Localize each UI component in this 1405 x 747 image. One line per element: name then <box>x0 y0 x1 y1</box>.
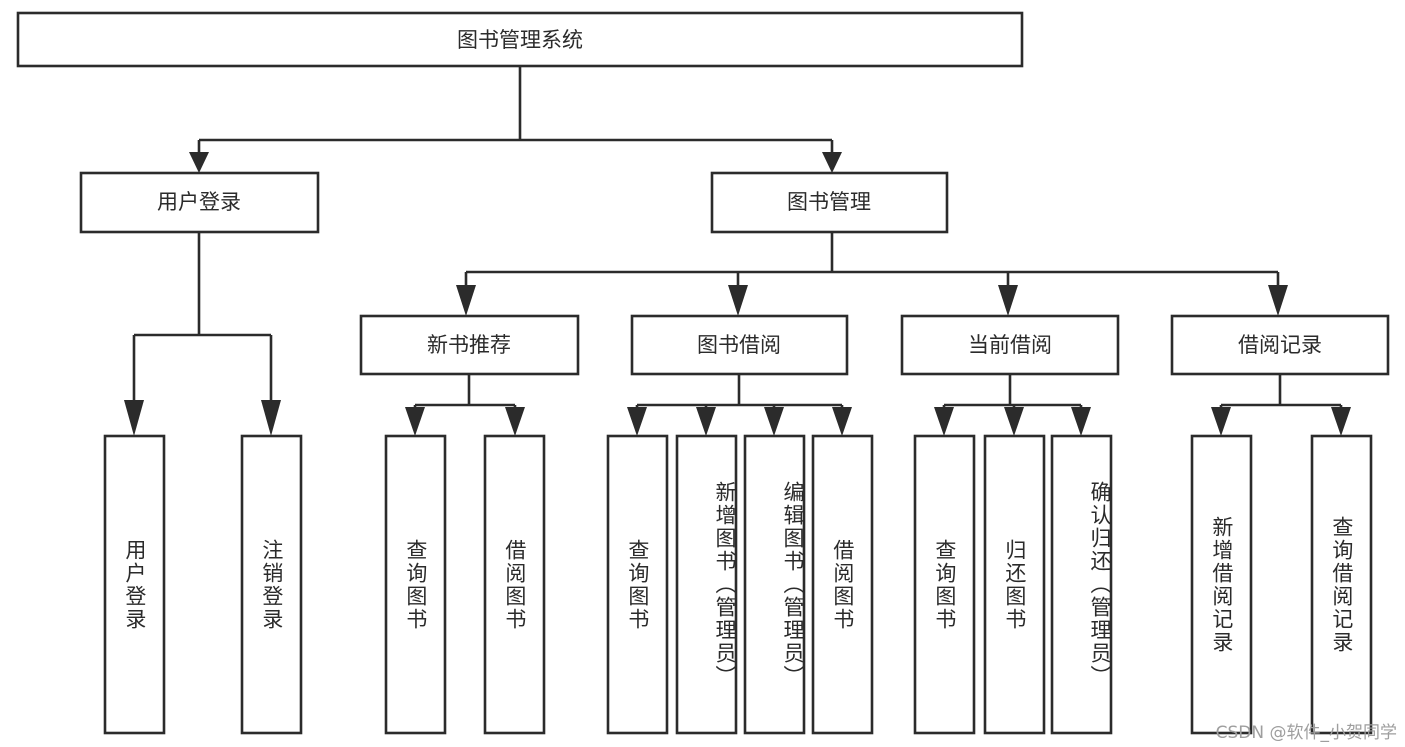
node-leaf-user-login[interactable] <box>103 434 166 735</box>
node-current-borrow[interactable] <box>900 314 1120 376</box>
node-leaf-add-book[interactable] <box>675 434 738 735</box>
node-leaf-query-record[interactable] <box>1310 434 1373 735</box>
arrow-book-borrow-to-leaf-1 <box>627 407 647 436</box>
arrow-borrow-record-to-leaf-1 <box>1211 407 1231 436</box>
arrow-new-book-rec-to-leaf-2 <box>505 407 525 436</box>
node-leaf-user-logout[interactable] <box>240 434 303 735</box>
arrow-root-to-user-login <box>189 152 209 173</box>
edge-group-current-borrow <box>934 374 1091 436</box>
arrow-book-borrow-to-leaf-4 <box>832 407 852 436</box>
edge-group-book-borrow <box>627 374 852 436</box>
node-root[interactable] <box>16 11 1024 68</box>
arrow-current-borrow-to-leaf-3 <box>1071 407 1091 436</box>
edge-group-book-manage <box>456 232 1288 316</box>
arrow-book-manage-to-l3-4 <box>1268 285 1288 316</box>
edge-group-user-login <box>124 232 281 436</box>
csdn-watermark: CSDN @软件_小贺同学 <box>1215 723 1397 743</box>
node-leaf-add-record[interactable] <box>1190 434 1253 735</box>
node-new-book-rec[interactable] <box>359 314 580 376</box>
node-leaf-query-book-2[interactable] <box>606 434 669 735</box>
node-current-borrow-label: 当前借阅 <box>968 333 1052 357</box>
edge-group-new-book-rec <box>405 374 525 436</box>
node-leaf-confirm-return[interactable] <box>1050 434 1113 735</box>
node-leaf-query-book-1[interactable] <box>384 434 447 735</box>
node-user-login-label: 用户登录 <box>157 190 241 214</box>
node-borrow-record[interactable] <box>1170 314 1390 376</box>
node-new-book-rec-label: 新书推荐 <box>427 333 511 357</box>
node-borrow-record-label: 借阅记录 <box>1238 333 1322 357</box>
arrow-root-to-book-manage <box>822 152 842 173</box>
arrow-book-manage-to-l3-3 <box>998 285 1018 316</box>
node-root-label: 图书管理系统 <box>457 28 583 52</box>
arrow-borrow-record-to-leaf-2 <box>1331 407 1351 436</box>
node-leaf-edit-book[interactable] <box>743 434 806 735</box>
node-leaf-borrow-book-1[interactable] <box>483 434 546 735</box>
node-leaf-borrow-book-2[interactable] <box>811 434 874 735</box>
arrow-current-borrow-to-leaf-2 <box>1004 407 1024 436</box>
node-book-borrow-label: 图书借阅 <box>697 333 781 357</box>
arrow-new-book-rec-to-leaf-1 <box>405 407 425 436</box>
arrow-current-borrow-to-leaf-1 <box>934 407 954 436</box>
node-user-login[interactable] <box>79 171 320 234</box>
node-leaf-return-book[interactable] <box>983 434 1046 735</box>
arrow-book-manage-to-l3-1 <box>456 285 476 316</box>
node-book-manage-label: 图书管理 <box>787 190 871 214</box>
arrow-book-manage-to-l3-2 <box>728 285 748 316</box>
node-book-borrow[interactable] <box>630 314 849 376</box>
edge-group-root <box>189 66 842 173</box>
arrow-user-login-to-leaf-1 <box>124 400 144 436</box>
arrow-book-borrow-to-leaf-3 <box>764 407 784 436</box>
node-leaf-query-book-3[interactable] <box>913 434 976 735</box>
node-book-manage[interactable] <box>710 171 949 234</box>
edge-group-borrow-record <box>1211 374 1351 436</box>
arrow-user-login-to-leaf-2 <box>261 400 281 436</box>
arrow-book-borrow-to-leaf-2 <box>696 407 716 436</box>
